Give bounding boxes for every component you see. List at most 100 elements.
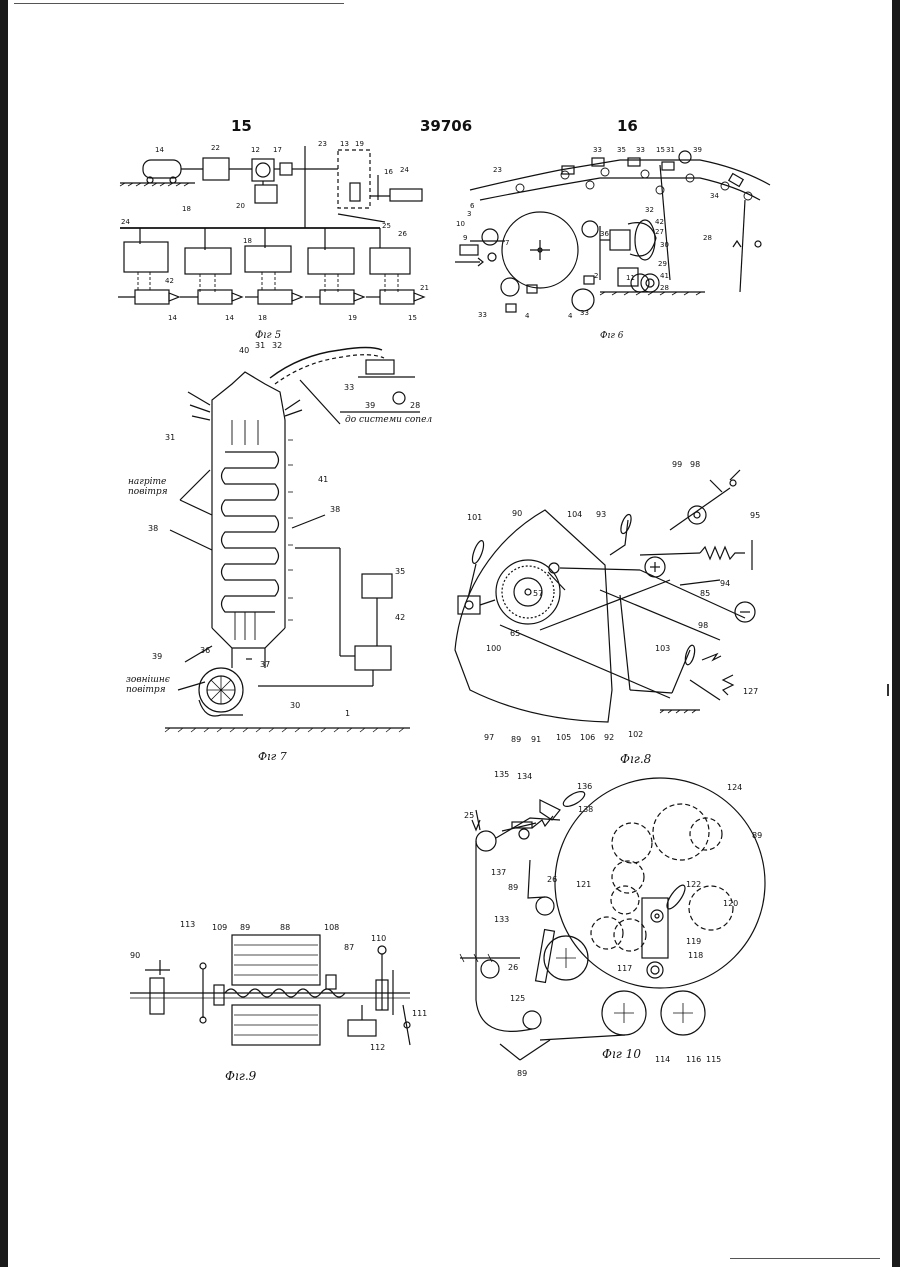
fig5-label: 18: [258, 314, 267, 322]
fig10-label: 135: [494, 770, 509, 779]
fig10-label: 136: [577, 782, 592, 791]
fig7-note-heated-air: нагріте: [128, 477, 166, 487]
fig9-label: 88: [280, 923, 290, 932]
fig9-label: 112: [370, 1043, 385, 1052]
fig6-label: 34: [710, 192, 719, 200]
fig7-label: 38: [330, 505, 340, 514]
fig6-label: 7: [505, 239, 509, 247]
fig8-label: 91: [531, 735, 541, 744]
fig5-label: 19: [348, 314, 357, 322]
fig9-caption: Фıг.9: [225, 1069, 257, 1083]
fig10-label: 120: [723, 899, 738, 908]
fig7-label: 40: [239, 346, 249, 355]
fig5-label: 12: [251, 146, 260, 154]
fig5-label: 13: [340, 140, 349, 148]
fig7-label: 30: [290, 701, 300, 710]
fig6-label: 4: [525, 312, 530, 320]
fig6-label: 33: [636, 146, 645, 154]
fig7-label: 1: [345, 709, 350, 718]
fig7-label: 42: [395, 613, 405, 622]
fig8-label: 57: [533, 589, 543, 598]
fig8-caption: Фıг.8: [620, 752, 652, 766]
fig10-label: 118: [688, 951, 703, 960]
fig6-label: 41: [660, 272, 669, 280]
fig8-label: 100: [486, 644, 501, 653]
fig10-label: 124: [727, 783, 742, 792]
fig6-label: 33: [580, 309, 589, 317]
fig9-label: 87: [344, 943, 354, 952]
fig10-label: 117: [617, 964, 632, 973]
fig6-label: 42: [655, 218, 664, 226]
fig5-label: 15: [408, 314, 417, 322]
fig7-label: 32: [272, 341, 282, 350]
figure-7: [165, 348, 420, 733]
fig8-label: 89: [511, 735, 521, 744]
fig6-label: 33: [593, 146, 602, 154]
fig8-label: 103: [655, 644, 670, 653]
fig6-label: 6: [470, 202, 475, 210]
fig5-label: 25: [382, 222, 391, 230]
fig10-label: 133: [494, 915, 509, 924]
fig9-label: 89: [240, 923, 250, 932]
fig5-label: 22: [211, 144, 220, 152]
fig10-label: 137: [491, 868, 506, 877]
fig6-label: 11: [626, 274, 635, 282]
figure-9: [130, 935, 410, 1045]
fig5-label: 23: [318, 140, 327, 148]
fig10-label: 89: [517, 1069, 527, 1078]
fig6-label: 30: [660, 241, 669, 249]
fig6-label: 35: [617, 146, 626, 154]
fig8-label: 104: [567, 510, 582, 519]
fig10-label: 116: [686, 1055, 701, 1064]
fig6-label: 4: [568, 312, 573, 320]
fig6-label: 39: [693, 146, 702, 154]
fig6-label: 3: [467, 210, 471, 218]
fig7-label: 39: [152, 652, 162, 661]
fig7-note-heated-air: повітря: [128, 487, 168, 497]
fig9-label: 111: [412, 1009, 427, 1018]
fig10-label: 134: [517, 772, 532, 781]
fig7-label: 31: [165, 433, 175, 442]
fig8-label: 101: [467, 513, 482, 522]
fig10-label: 26: [547, 875, 557, 884]
fig6-label: 9: [463, 234, 467, 242]
fig8-label: 105: [556, 733, 571, 742]
fig10-label: 25: [464, 811, 474, 820]
fig5-label: 14: [225, 314, 234, 322]
fig5-label: 20: [236, 202, 245, 210]
fig6-label: 10: [456, 220, 465, 228]
fig6-label: 15: [656, 146, 665, 154]
fig10-label: 114: [655, 1055, 670, 1064]
fig7-label: 31: [255, 341, 265, 350]
fig7-label: 36: [200, 646, 210, 655]
fig6-label: 2: [594, 272, 598, 280]
fig5-label: 19: [355, 140, 364, 148]
fig7-label: 28: [410, 401, 420, 410]
fig10-label: 119: [686, 937, 701, 946]
fig9-label: 90: [130, 951, 140, 960]
fig9-label: 113: [180, 920, 195, 929]
fig6-label: 33: [478, 311, 487, 319]
fig6-caption: Фıг 6: [600, 331, 624, 341]
fig8-label: 102: [628, 730, 643, 739]
fig7-label: 41: [318, 475, 328, 484]
fig5-label: 14: [155, 146, 164, 154]
fig7-note-outside-air: зовнішнє: [126, 675, 170, 685]
fig7-label: 35: [395, 567, 405, 576]
fig7-label: 37: [260, 660, 270, 669]
fig10-label: 125: [510, 994, 525, 1003]
fig8-label: 95: [750, 511, 760, 520]
fig8-label: 98: [698, 621, 708, 630]
fig7-label: 38: [148, 524, 158, 533]
fig10-label: 121: [576, 880, 591, 889]
fig7-note-outside-air: повітря: [126, 685, 166, 695]
fig5-label: 42: [165, 277, 174, 285]
fig5-caption: Фıг 5: [255, 330, 281, 341]
fig9-label: 110: [371, 934, 386, 943]
fig6-label: 28: [703, 234, 712, 242]
fig8-label: 93: [596, 510, 606, 519]
fig6-label: 29: [658, 260, 667, 268]
fig10-caption: Фıг 10: [602, 1047, 641, 1061]
